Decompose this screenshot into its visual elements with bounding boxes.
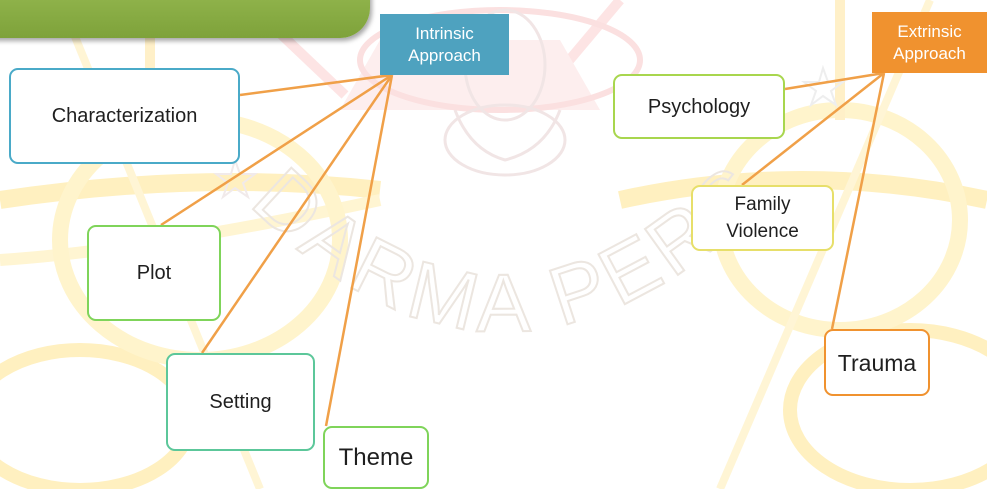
psychology-label: Psychology <box>647 95 751 118</box>
edge-intrinsic-plot <box>160 73 393 227</box>
edge-extrinsic-trauma <box>830 72 886 330</box>
edge-intrinsic-characterization <box>239 73 393 97</box>
setting-label: Setting <box>209 391 272 413</box>
edge-extrinsic-psychology <box>784 71 885 91</box>
family-violence-node: Family Violence <box>691 185 834 251</box>
edge-extrinsic-family-violence <box>741 72 885 186</box>
characterization-label: Characterization <box>51 105 198 127</box>
psychology-node: Psychology <box>613 74 785 139</box>
family-violence-label: Family Violence <box>726 194 799 242</box>
title-banner <box>0 0 370 38</box>
trauma-node: Trauma <box>824 329 930 396</box>
intrinsic-approach-node: Intrinsic Approach <box>380 14 509 75</box>
theme-node: Theme <box>323 426 429 489</box>
trauma-label: Trauma <box>837 349 917 376</box>
edge-intrinsic-setting <box>200 74 394 354</box>
setting-node: Setting <box>166 353 315 451</box>
edge-intrinsic-theme <box>324 74 394 427</box>
theme-label: Theme <box>338 443 414 471</box>
extrinsic-approach-node: Extrinsic Approach <box>872 12 987 73</box>
intrinsic-approach-label: Intrinsic Approach <box>408 23 481 65</box>
characterization-node: Characterization <box>9 68 240 164</box>
extrinsic-approach-label: Extrinsic Approach <box>893 21 966 63</box>
plot-label: Plot <box>136 262 172 284</box>
plot-node: Plot <box>87 225 221 321</box>
